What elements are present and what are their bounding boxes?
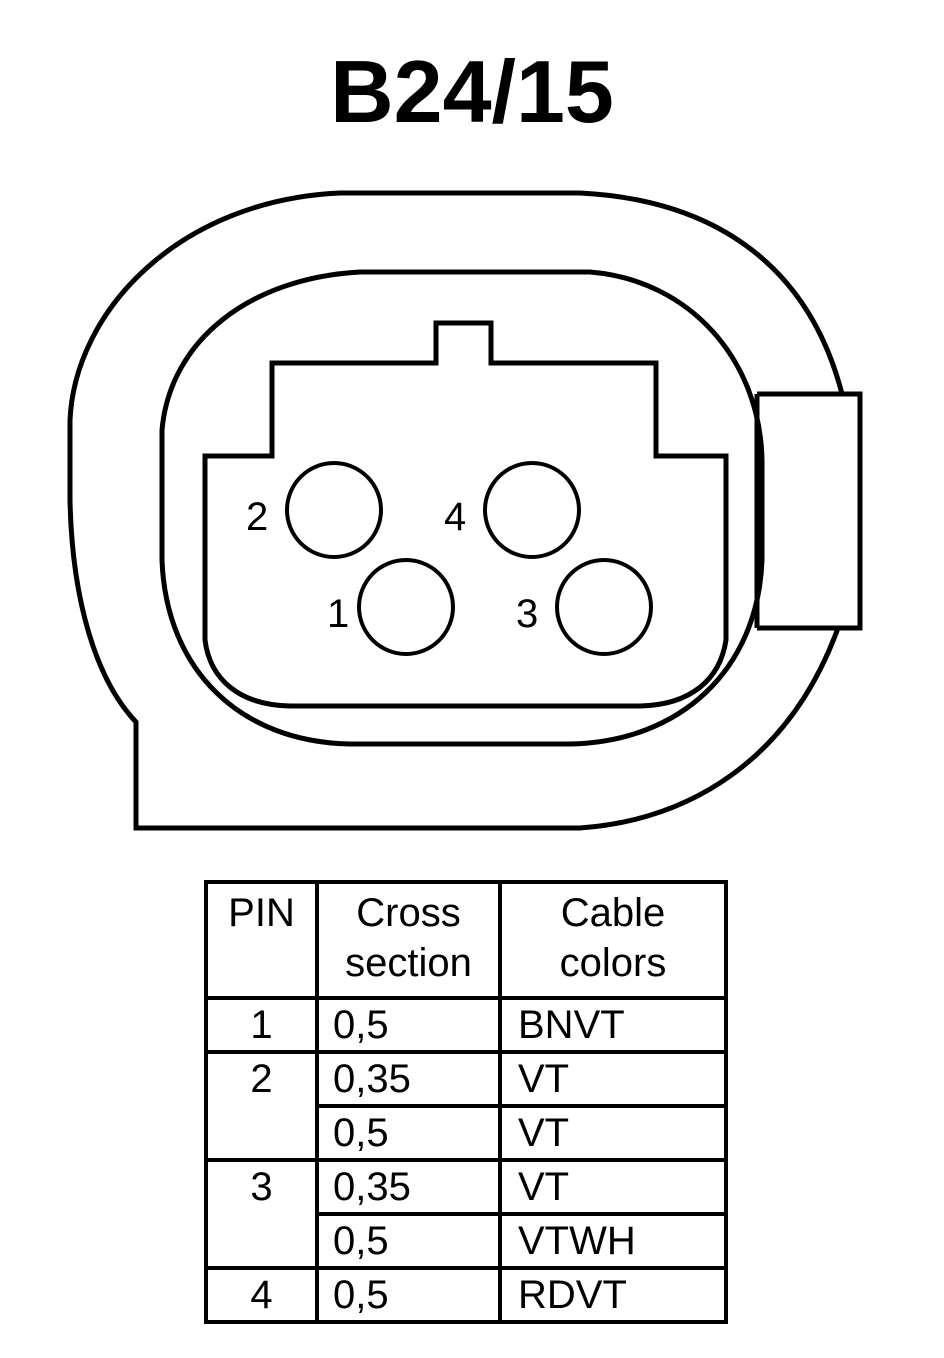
table-row: 1 0,5 BNVT	[204, 996, 728, 1054]
pin-label: 2	[246, 495, 268, 539]
table-row: 0,5 VT	[206, 1104, 728, 1162]
cross-section-cell: 0,5	[315, 1266, 502, 1324]
cross-section-cell: 0,5	[315, 1212, 502, 1270]
connector-housing-outline	[67, 190, 863, 831]
pin-cell: 4	[204, 1266, 319, 1324]
pin-cell: 1	[204, 996, 319, 1054]
pin-2-contact	[285, 461, 383, 559]
pin-cell: 2	[204, 1050, 319, 1162]
cable-color-cell: VTWH	[498, 1212, 728, 1270]
connector-diagram: 2 4 1 3	[67, 190, 863, 831]
header-cross-section-line: Cross	[356, 891, 461, 935]
cross-section-cell: 0,5	[315, 1104, 502, 1162]
cable-color-cell: VT	[498, 1104, 728, 1162]
pin-4-contact	[483, 461, 581, 559]
header-cable-colors: Cable colors	[498, 880, 728, 1000]
table-row: 0,5 VTWH	[206, 1212, 728, 1270]
pin-1-contact	[357, 558, 455, 656]
table-row: 2 0,35 VT	[204, 1050, 728, 1162]
cross-section-cell: 0,35	[315, 1158, 502, 1216]
cross-section-cell: 0,35	[315, 1050, 502, 1108]
pin-label: 1	[327, 592, 349, 636]
cross-section-cell: 0,5	[315, 996, 502, 1054]
cable-color-cell: VT	[498, 1158, 728, 1216]
cable-color-cell: BNVT	[498, 996, 728, 1054]
header-cross-section: Cross section	[315, 880, 502, 1000]
header-pin: PIN	[204, 880, 319, 1000]
table-header-row: PIN Cross section Cable colors	[204, 880, 728, 1000]
pin-cavity-body	[202, 320, 729, 709]
pin-assignment-table: PIN Cross section Cable colors 1 0,5 BNV…	[204, 880, 728, 1324]
pin-cell: 3	[204, 1158, 319, 1270]
pin-label: 4	[444, 495, 466, 539]
cable-color-cell: RDVT	[498, 1266, 728, 1324]
header-cross-section-line: section	[345, 941, 472, 985]
diagram-title: B24/15	[330, 42, 614, 141]
connector-inner-shell	[159, 269, 765, 747]
cable-color-cell: VT	[498, 1050, 728, 1108]
table-row: 3 0,35 VT	[204, 1158, 728, 1270]
pin-3-contact	[555, 558, 653, 656]
header-cable-colors-line: colors	[559, 941, 667, 985]
table-row: 4 0,5 RDVT	[204, 1266, 728, 1324]
header-cable-colors-line: Cable	[560, 891, 666, 935]
pin-label: 3	[516, 592, 538, 636]
